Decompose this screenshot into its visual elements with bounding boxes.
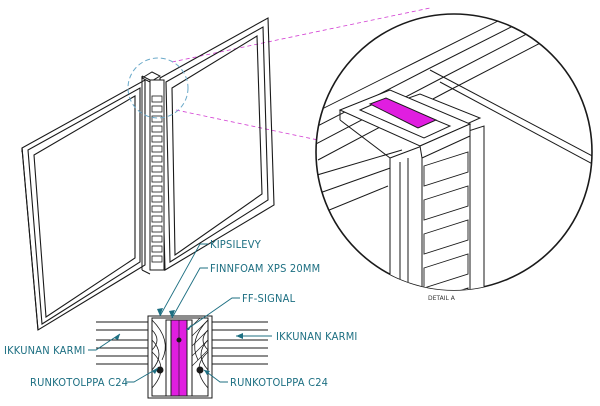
post-slat bbox=[151, 155, 163, 163]
section-frame-lines bbox=[96, 321, 268, 365]
post-slat bbox=[151, 225, 163, 233]
post-slat bbox=[151, 135, 163, 143]
label-ff-signal: FF-SIGNAL bbox=[242, 292, 296, 305]
detail-a-view: DETAIL A bbox=[315, 13, 593, 302]
detail-slat bbox=[423, 253, 469, 289]
detail-slat bbox=[423, 287, 469, 290]
post-slat bbox=[151, 245, 163, 253]
post-slat bbox=[151, 125, 163, 133]
leader-ff-signal bbox=[185, 297, 240, 331]
post-slat bbox=[151, 95, 163, 103]
section-hatch bbox=[191, 317, 209, 367]
projection-lines bbox=[171, 7, 431, 141]
post-slat bbox=[151, 195, 163, 203]
post-slat bbox=[151, 175, 163, 183]
leader-kipsilevy bbox=[159, 243, 208, 317]
projection-line-bottom bbox=[175, 109, 319, 141]
detail-slats bbox=[423, 151, 469, 290]
detail-slat bbox=[423, 219, 469, 255]
projection-line-top bbox=[171, 7, 431, 63]
post-slat bbox=[151, 205, 163, 213]
post-slat bbox=[151, 145, 163, 153]
post-slat bbox=[151, 105, 163, 113]
window-left bbox=[21, 79, 146, 331]
label-finnfoam: FINNFOAM XPS 20MM bbox=[210, 262, 320, 275]
detail-a-caption: DETAIL A bbox=[428, 295, 456, 302]
detail-slat bbox=[423, 185, 469, 221]
window-right bbox=[159, 17, 275, 271]
detail-marker-circle bbox=[127, 57, 189, 119]
post-slat bbox=[151, 235, 163, 243]
label-runkotolppa-right: RUNKOTOLPPA C24 bbox=[230, 376, 328, 389]
post-slat bbox=[151, 215, 163, 223]
leader-ikkunan-left bbox=[88, 333, 121, 351]
post-slat bbox=[151, 255, 163, 263]
leader-runko-left bbox=[126, 367, 159, 383]
label-runkotolppa-left: RUNKOTOLPPA C24 bbox=[30, 376, 128, 389]
detail-slat bbox=[423, 151, 469, 187]
label-kipsilevy: KIPSILEVY bbox=[210, 238, 262, 251]
post-slat bbox=[151, 115, 163, 123]
post-slats bbox=[151, 95, 163, 263]
ff-signal-strip-detail bbox=[368, 97, 438, 129]
section-detail bbox=[96, 315, 268, 399]
leader-runko-right bbox=[203, 369, 228, 383]
post-slat bbox=[151, 165, 163, 173]
leader-lines bbox=[88, 243, 272, 383]
leader-finnfoam bbox=[171, 267, 208, 319]
label-ikkunan-karmi-left: IKKUNAN KARMI bbox=[4, 344, 86, 357]
post-slat bbox=[151, 185, 163, 193]
leader-arrowheads bbox=[114, 308, 243, 375]
label-ikkunan-karmi-right: IKKUNAN KARMI bbox=[276, 330, 358, 343]
